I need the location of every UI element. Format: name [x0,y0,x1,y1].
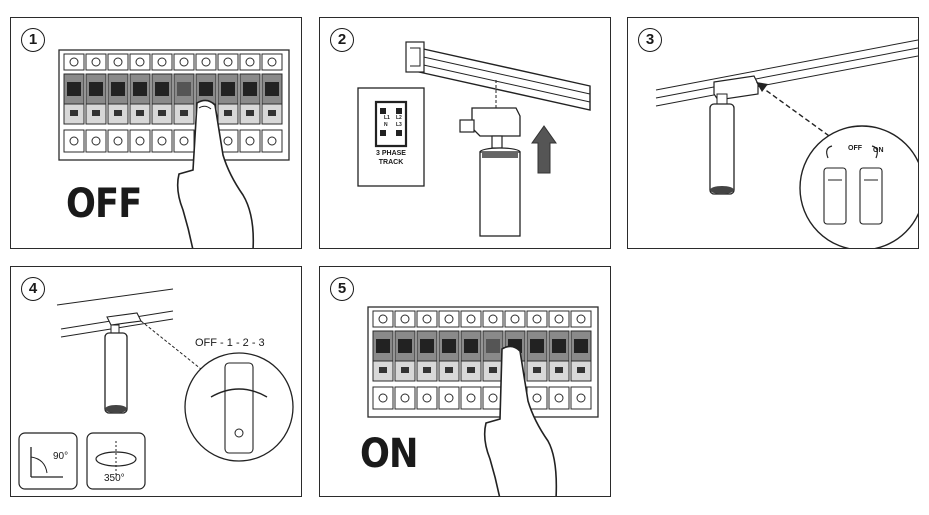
rotation-label: 350° [104,473,125,484]
step-4-panel: 4 OFF - 1 - 2 - 3 90 [10,266,302,497]
adapter-lock-illustration [628,18,919,249]
detail-magnifier-circle [185,353,293,461]
track-label-line1: 3 PHASE [358,150,424,157]
track-adapter-icon [107,313,141,325]
tilt-angle-icon [19,433,77,489]
pin-l2-label: L2 [396,115,402,121]
track-adapter-icon [460,108,520,148]
step-2-panel: 2 L1 [319,17,611,249]
track-rail-icon [656,40,918,106]
step-1-panel: 1 OFF [10,17,302,249]
step-5-panel: 5 ON [319,266,611,497]
rotation-illustration [11,267,302,497]
track-label-line2: TRACK [358,159,424,166]
tilt-label: 90° [53,451,68,462]
off-label: OFF [848,145,862,152]
on-label: ON [873,147,884,154]
spotlight-icon [710,94,734,194]
track-rail-icon [406,42,590,110]
sequence-label: OFF - 1 - 2 - 3 [195,337,265,349]
track-cross-section-icon [358,88,424,186]
circuit-breaker-panel-icon [59,50,289,160]
pin-l3-label: L3 [396,122,402,128]
step-3-panel: 3 OFF ON [627,17,919,249]
up-arrow-icon [532,126,556,173]
on-label: ON [360,431,418,477]
pin-l1-label: L1 [384,115,390,121]
spotlight-icon [480,148,520,236]
track-mount-illustration [320,18,611,249]
spotlight-icon [105,325,127,413]
breaker-panel-illustration [11,18,302,249]
pin-n-label: N [384,122,388,128]
circuit-breaker-panel-icon [368,307,598,417]
off-label: OFF [66,181,141,227]
